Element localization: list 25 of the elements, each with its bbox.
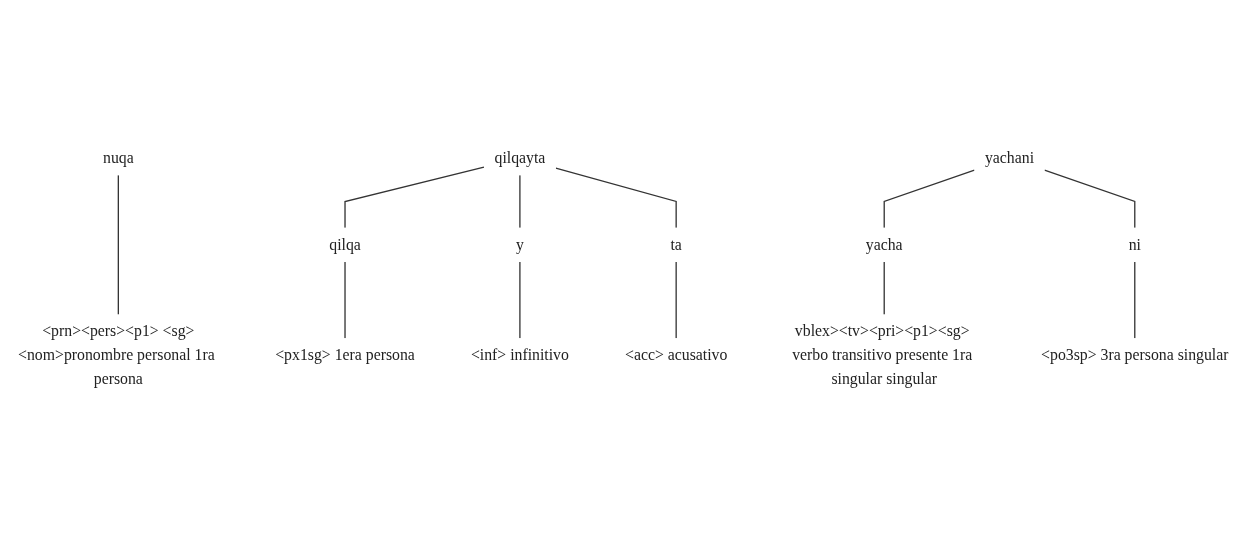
- connector: [519, 174, 521, 229]
- connector: [117, 174, 119, 316]
- node-text: ni: [1128, 235, 1141, 254]
- connector: [1134, 261, 1136, 339]
- node-text: vblex><tv><pri><p1><sg> verbo transitivo presente 1ra singular singular: [792, 322, 973, 388]
- node-text: qilqa: [329, 235, 361, 254]
- connector: [555, 167, 677, 229]
- connector: [1043, 169, 1136, 229]
- connector: [675, 261, 677, 339]
- node-text: <px1sg> 1era persona: [275, 346, 415, 364]
- connector: [344, 166, 485, 229]
- connector: [519, 261, 521, 339]
- node-text: yacha: [865, 235, 903, 254]
- connector: [883, 169, 976, 229]
- node-text: yachani: [984, 148, 1035, 167]
- node-text: <po3sp> 3ra persona singular: [1041, 346, 1229, 364]
- node-text: <inf> infinitivo: [470, 346, 569, 364]
- connector: [344, 261, 346, 339]
- node-text: qilqayta: [494, 148, 546, 167]
- node-text: nuqa: [103, 148, 134, 167]
- connector: [883, 261, 885, 316]
- node-text: ta: [670, 235, 682, 254]
- node-text: y: [515, 235, 524, 254]
- node-text: <prn><pers><p1> <sg><nom>pronombre personal 1ra persona: [18, 322, 215, 388]
- node-text: <acc> acusativo: [624, 346, 728, 364]
